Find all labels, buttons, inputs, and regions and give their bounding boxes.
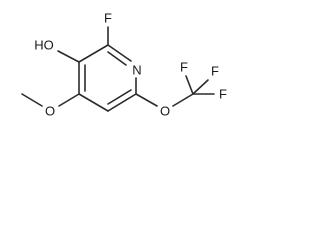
atom-label-methoxy-oxygen: O	[45, 104, 55, 119]
chemical-structure-diagram: F HO N O O F F F	[21, 11, 227, 119]
atom-label-hydroxyl: HO	[34, 38, 54, 53]
bond-c3-oh	[57, 50, 80, 63]
atom-label-cf3-f-right: F	[219, 87, 227, 102]
atom-label-f: F	[104, 11, 112, 26]
bond-cf3-f1	[185, 75, 194, 95]
atom-label-cf3-f-top-right: F	[211, 64, 219, 79]
bond-n-c2-double	[107, 51, 127, 66]
bond-c4-o	[58, 93, 80, 107]
bond-c5-c6	[107, 93, 137, 112]
bond-o-ch3	[21, 93, 43, 107]
pyridine-ring	[78, 44, 137, 112]
atom-label-cf3-f-top-left: F	[180, 60, 188, 75]
bond-o-cf3	[172, 93, 194, 107]
substituent-bonds	[21, 26, 215, 107]
bond-n-c2	[107, 44, 132, 62]
atom-labels: F HO N O O F F F	[34, 11, 227, 119]
bond-c6-o	[135, 93, 158, 107]
bond-c4-c5	[78, 93, 109, 112]
bond-cf3-f2	[192, 79, 209, 95]
atom-label-ether-oxygen: O	[160, 104, 170, 119]
bond-c5-c6-double	[107, 89, 132, 105]
bond-c2-c3	[78, 44, 109, 63]
atom-label-nitrogen: N	[132, 63, 141, 78]
